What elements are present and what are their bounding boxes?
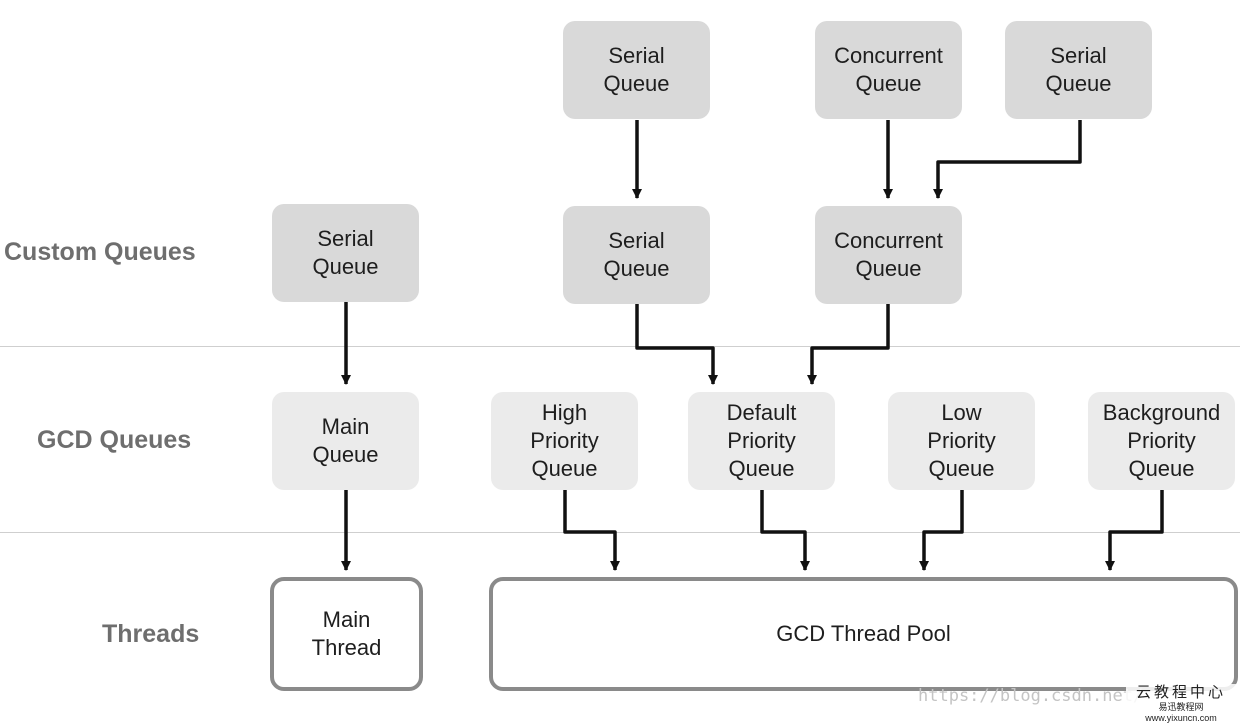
watermark-url: https://blog.csdn.net/ xyxy=(918,686,1144,706)
custom-serial-queue-top: Serial Queue xyxy=(563,21,710,119)
watermark-brand-text: 云教程中心 xyxy=(1135,684,1226,701)
gcd-thread-pool-box: GCD Thread Pool xyxy=(489,577,1238,691)
arrow-high-to-pool xyxy=(563,490,620,571)
arrow-concurrent-mid-to-default xyxy=(807,304,890,385)
divider-gcd-threads xyxy=(0,532,1240,533)
gcd-low-priority-queue: Low Priority Queue xyxy=(888,392,1035,490)
custom-serial-queue-top-right: Serial Queue xyxy=(1005,21,1152,119)
watermark-brand-subtext: 易迅教程网 www.yixuncn.com xyxy=(1145,702,1217,723)
arrow-serial-mid-to-default xyxy=(635,304,718,385)
gcd-high-priority-queue: High Priority Queue xyxy=(491,392,638,490)
arrow-serial-top-right-to-concurrent-mid xyxy=(933,120,1082,199)
gcd-default-priority-queue: Default Priority Queue xyxy=(688,392,835,490)
arrow-background-to-pool xyxy=(1105,490,1164,571)
row-label-threads: Threads xyxy=(102,620,200,648)
arrow-default-to-pool xyxy=(760,490,810,571)
gcd-background-priority-queue: Background Priority Queue xyxy=(1088,392,1235,490)
row-label-gcd-queues: GCD Queues xyxy=(37,426,192,454)
row-label-custom-queues: Custom Queues xyxy=(4,238,196,266)
gcd-main-queue: Main Queue xyxy=(272,392,419,490)
arrow-low-to-pool xyxy=(919,490,964,571)
custom-serial-queue-left: Serial Queue xyxy=(272,204,419,302)
main-thread-box: Main Thread xyxy=(270,577,423,691)
custom-concurrent-queue-mid: Concurrent Queue xyxy=(815,206,962,304)
watermark-brand-logo: 云教程中心 易迅教程网 www.yixuncn.com xyxy=(1126,684,1236,723)
custom-concurrent-queue-top: Concurrent Queue xyxy=(815,21,962,119)
divider-custom-gcd xyxy=(0,346,1240,347)
custom-serial-queue-mid: Serial Queue xyxy=(563,206,710,304)
